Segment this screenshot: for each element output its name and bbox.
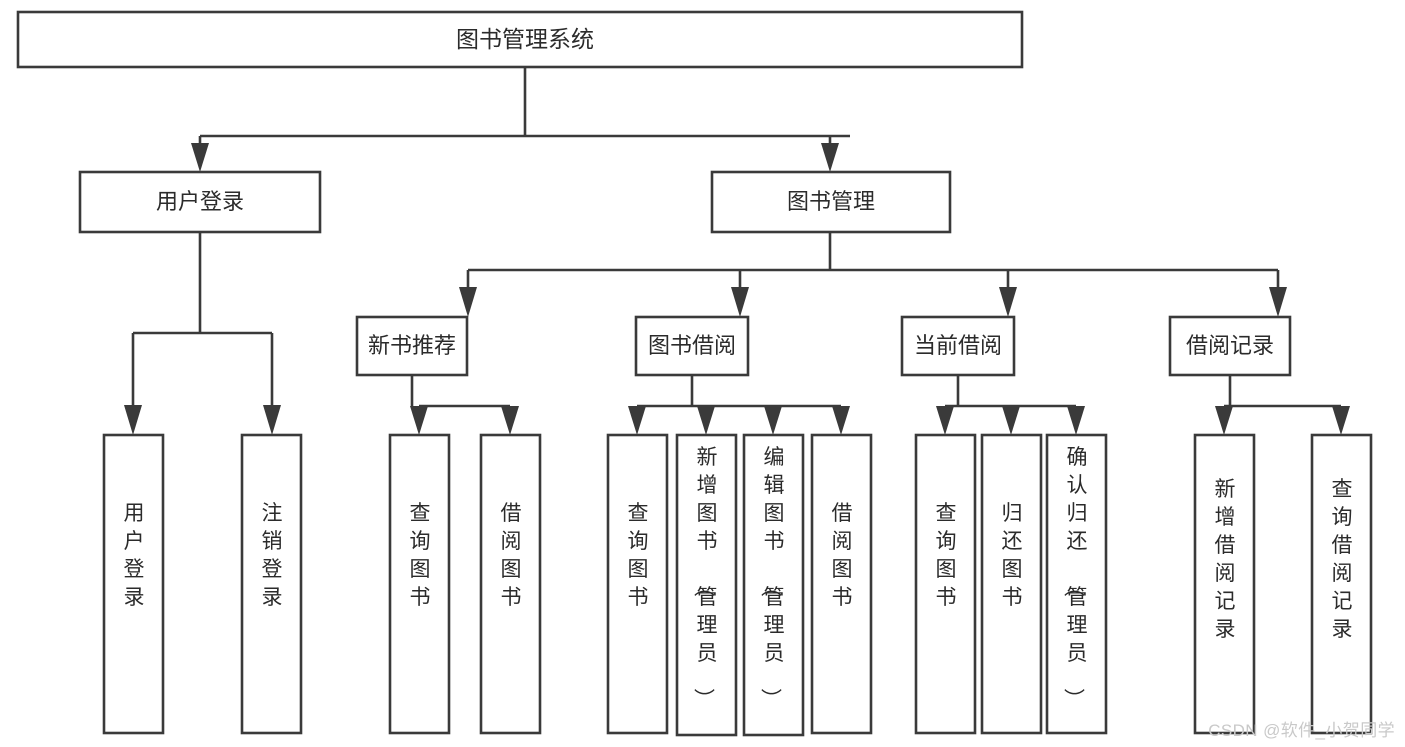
leaf-box-user-login[interactable]	[102, 433, 165, 735]
book-borrow-label: 图书借阅	[648, 333, 736, 358]
leaf-user-login[interactable]: 用户登录	[102, 433, 165, 735]
arrow-bb-query-book	[628, 406, 646, 435]
arrow-logout-leaf	[263, 405, 281, 435]
borrow-record-label: 借阅记录	[1186, 333, 1274, 358]
arrow-nbr-query-book	[410, 406, 428, 435]
arrow-user-login	[191, 143, 209, 172]
new-book-recommend-box[interactable]	[355, 315, 469, 377]
leaf-cb-return-book[interactable]: 归还图书	[980, 433, 1043, 735]
leaf-bb-edit-book[interactable]: 编辑图书（管理员）	[742, 433, 805, 737]
leaf-box-bb-edit-book[interactable]	[742, 433, 805, 737]
connector-book-management-to-level2	[459, 232, 1287, 317]
connector-root-to-level1	[191, 67, 850, 172]
leaf-logout[interactable]: 注销登录	[240, 433, 303, 735]
user-login-box[interactable]	[78, 170, 322, 234]
book-management-box[interactable]	[710, 170, 952, 234]
node-root[interactable]: 图书管理系统	[16, 10, 1024, 69]
leaf-label-cb-confirm-return: 确认归还（管理员）	[1062, 446, 1088, 709]
arrow-book-borrow	[731, 287, 749, 317]
connector-user-login-to-leaves	[124, 232, 281, 435]
arrow-new-book-recommend	[459, 287, 477, 317]
arrow-user-login-leaf	[124, 405, 142, 435]
leaf-nbr-query-book[interactable]: 查询图书	[388, 433, 451, 735]
leaf-box-nbr-query-book[interactable]	[388, 433, 451, 735]
book-management-label: 图书管理	[787, 189, 875, 214]
root-label: 图书管理系统	[456, 26, 594, 52]
leaf-box-bb-borrow-book[interactable]	[810, 433, 873, 735]
new-book-recommend-label: 新书推荐	[368, 333, 456, 358]
current-borrow-label: 当前借阅	[914, 333, 1002, 358]
leaf-bb-add-book[interactable]: 新增图书（管理员）	[675, 433, 738, 737]
leaf-bb-query-book[interactable]: 查询图书	[606, 433, 669, 735]
leaf-label-br-add-record: 新增借阅记录	[1215, 478, 1236, 641]
leaf-label-br-query-record: 查询借阅记录	[1332, 478, 1353, 641]
leaf-box-br-add-record[interactable]	[1193, 433, 1256, 735]
user-login-label: 用户登录	[156, 189, 244, 214]
leaf-label-cb-return-book: 归还图书	[1002, 502, 1023, 609]
connector-new-book-recommend-to-leaves	[410, 375, 519, 435]
arrow-bb-borrow-book	[832, 406, 850, 435]
connector-book-borrow-to-leaves	[628, 375, 850, 435]
node-current-borrow[interactable]: 当前借阅	[900, 315, 1016, 377]
leaf-label-bb-query-book: 查询图书	[628, 502, 649, 609]
root-box[interactable]	[16, 10, 1024, 69]
leaf-box-bb-add-book[interactable]	[675, 433, 738, 737]
leaf-nbr-borrow-book[interactable]: 借阅图书	[479, 433, 542, 735]
leaf-box-br-query-record[interactable]	[1310, 433, 1373, 735]
leaf-box-logout[interactable]	[240, 433, 303, 735]
arrow-nbr-borrow-book	[501, 406, 519, 435]
arrow-br-query-record	[1332, 406, 1350, 435]
leaf-label-logout: 注销登录	[262, 502, 283, 609]
arrow-bb-add-book	[697, 406, 715, 435]
node-new-book-recommend[interactable]: 新书推荐	[355, 315, 469, 377]
arrow-bb-edit-book	[764, 406, 782, 435]
arrow-cb-return-book	[1002, 406, 1020, 435]
leaf-cb-confirm-return[interactable]: 确认归还（管理员）	[1045, 433, 1108, 735]
leaf-br-add-record[interactable]: 新增借阅记录	[1193, 433, 1256, 735]
leaf-label-nbr-query-book: 查询图书	[410, 502, 431, 609]
borrow-record-box[interactable]	[1168, 315, 1292, 377]
node-book-borrow[interactable]: 图书借阅	[634, 315, 750, 377]
leaf-label-bb-add-book: 新增图书（管理员）	[692, 446, 718, 709]
node-borrow-record[interactable]: 借阅记录	[1168, 315, 1292, 377]
leaf-label-user-login: 用户登录	[124, 502, 145, 609]
connector-current-borrow-to-leaves	[936, 375, 1085, 435]
leaf-box-cb-return-book[interactable]	[980, 433, 1043, 735]
leaf-cb-query-book[interactable]: 查询图书	[914, 433, 977, 735]
leaf-box-cb-query-book[interactable]	[914, 433, 977, 735]
arrow-br-add-record	[1215, 406, 1233, 435]
leaf-label-bb-borrow-book: 借阅图书	[832, 502, 853, 609]
leaf-bb-borrow-book[interactable]: 借阅图书	[810, 433, 873, 735]
leaf-box-cb-confirm-return[interactable]	[1045, 433, 1108, 735]
leaf-label-bb-edit-book: 编辑图书（管理员）	[759, 446, 785, 709]
node-book-management[interactable]: 图书管理	[710, 170, 952, 234]
connector-borrow-record-to-leaves	[1215, 375, 1350, 435]
leaf-box-bb-query-book[interactable]	[606, 433, 669, 735]
leaf-box-nbr-borrow-book[interactable]	[479, 433, 542, 735]
node-user-login[interactable]: 用户登录	[78, 170, 322, 234]
arrow-cb-query-book	[936, 406, 954, 435]
arrow-cb-confirm-return	[1067, 406, 1085, 435]
book-borrow-box[interactable]	[634, 315, 750, 377]
leaf-br-query-record[interactable]: 查询借阅记录	[1310, 433, 1373, 735]
leaf-label-nbr-borrow-book: 借阅图书	[501, 502, 522, 609]
arrow-book-management	[821, 143, 839, 172]
leaf-label-cb-query-book: 查询图书	[936, 502, 957, 609]
current-borrow-box[interactable]	[900, 315, 1016, 377]
arrow-current-borrow	[999, 287, 1017, 317]
arrow-borrow-record	[1269, 287, 1287, 317]
